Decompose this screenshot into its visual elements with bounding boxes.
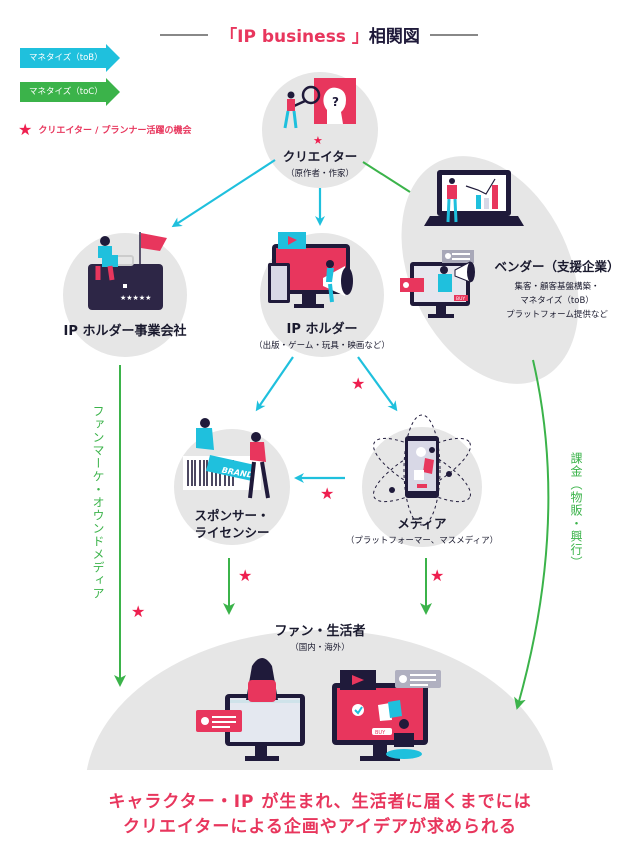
creator-star-icon: ★ bbox=[313, 134, 323, 147]
fan-name: ファン・生活者 bbox=[274, 624, 366, 639]
ip-holder-label: IP ホルダー （出版・ゲーム・玩具・映画など） bbox=[242, 318, 402, 351]
bottom-message-line-2: クリエイターによる企画やアイデアが求められる bbox=[123, 817, 517, 837]
ip-company-label: IP ホルダー事業会社 bbox=[45, 320, 205, 339]
ip-holder-sub: （出版・ゲーム・玩具・映画など） bbox=[254, 341, 390, 351]
arrow-ipholder-to-media bbox=[357, 356, 398, 412]
svg-text:?: ? bbox=[332, 95, 339, 109]
vendor-buy-label: BUY bbox=[456, 296, 465, 302]
media-name: メディア bbox=[397, 516, 447, 531]
creator-sub: （原作者・作家） bbox=[285, 169, 354, 179]
line-creator-to-vendor bbox=[362, 161, 411, 193]
vendor-label: ベンダー（支援企業） 集客・顧客基盤構築・ マネタイズ（toB） プラットフォー… bbox=[482, 256, 632, 320]
page-title: 「IP business 」相関図 bbox=[0, 22, 640, 47]
arrow-creator-to-ipcompany bbox=[171, 159, 276, 228]
vendor-name: ベンダー（支援企業） bbox=[494, 259, 620, 274]
media-sub: （プラットフォーマー、マスメディア） bbox=[345, 536, 499, 546]
arrow-ipholder-to-sponsor bbox=[255, 356, 294, 412]
vendor-illustration: BUY bbox=[400, 170, 524, 318]
media-label: メディア （プラットフォーマー、マスメディア） bbox=[332, 513, 512, 546]
legend-toc-arrow: マネタイズ（toC） bbox=[20, 78, 120, 106]
sponsor-label: スポンサー・ ライセンシー bbox=[172, 507, 292, 541]
legend-tob-label: マネタイズ（toB） bbox=[29, 53, 103, 63]
ip-company-name: IP ホルダー事業会社 bbox=[63, 324, 187, 339]
bottom-message: キャラクター・IP が生まれ、生活者に届くまでには クリエイターによる企画やアイ… bbox=[0, 790, 640, 840]
title-accent: 「IP business 」 bbox=[220, 27, 369, 47]
sponsor-line-2: ライセンシー bbox=[194, 525, 270, 540]
vendor-sub-3: プラットフォーム提供など bbox=[506, 310, 608, 320]
fan-sub: （国内・海外） bbox=[290, 643, 350, 653]
ip-company-illustration: ★★★★★ bbox=[88, 232, 167, 310]
sponsor-line-1: スポンサー・ bbox=[194, 508, 270, 523]
star-icon-ipcompany-fan: ★ bbox=[131, 602, 146, 621]
star-icon-ipholder-media: ★ bbox=[351, 374, 366, 393]
rating-stars: ★★★★★ bbox=[120, 294, 151, 302]
star-icon-media-sponsor: ★ bbox=[320, 484, 335, 503]
star-icon-media-fan: ★ bbox=[430, 566, 445, 585]
star-icon: ★ bbox=[18, 120, 33, 139]
bottom-message-line-1: キャラクター・IP が生まれ、生活者に届くまでには bbox=[108, 792, 532, 812]
fan-buy-label: BUY bbox=[375, 730, 386, 736]
vendor-sub-1: 集客・顧客基盤構築・ bbox=[514, 282, 600, 292]
side-label-right: 課金（物販・興行） bbox=[569, 452, 583, 569]
star-icon-sponsor-fan: ★ bbox=[238, 566, 253, 585]
creator-label: クリエイター （原作者・作家） bbox=[260, 146, 380, 179]
title-rule-right bbox=[430, 34, 478, 36]
ip-holder-name: IP ホルダー bbox=[286, 322, 358, 337]
creator-name: クリエイター bbox=[282, 149, 358, 164]
legend-star: ★ クリエイター / プランナー活躍の機会 bbox=[18, 120, 192, 139]
creator-illustration: ? bbox=[283, 78, 356, 129]
title-rule-left bbox=[160, 34, 208, 36]
ip-holder-illustration bbox=[268, 232, 353, 308]
vendor-sub-2: マネタイズ（toB） bbox=[520, 296, 594, 306]
sponsor-illustration: BRAND bbox=[183, 418, 270, 499]
legend-star-label: クリエイター / プランナー活躍の機会 bbox=[38, 126, 192, 136]
legend-tob-arrow: マネタイズ（toB） bbox=[20, 44, 120, 72]
media-illustration bbox=[373, 414, 471, 526]
fan-label: ファン・生活者 （国内・海外） bbox=[250, 620, 390, 653]
legend-toc-label: マネタイズ（toC） bbox=[29, 87, 103, 97]
side-label-left: ファンマーケ・オウンドメディア bbox=[91, 405, 105, 600]
arrow-vendor-to-fan bbox=[514, 359, 550, 710]
title-rest: 相関図 bbox=[368, 27, 420, 47]
fan-illustration: BUY bbox=[196, 658, 441, 761]
